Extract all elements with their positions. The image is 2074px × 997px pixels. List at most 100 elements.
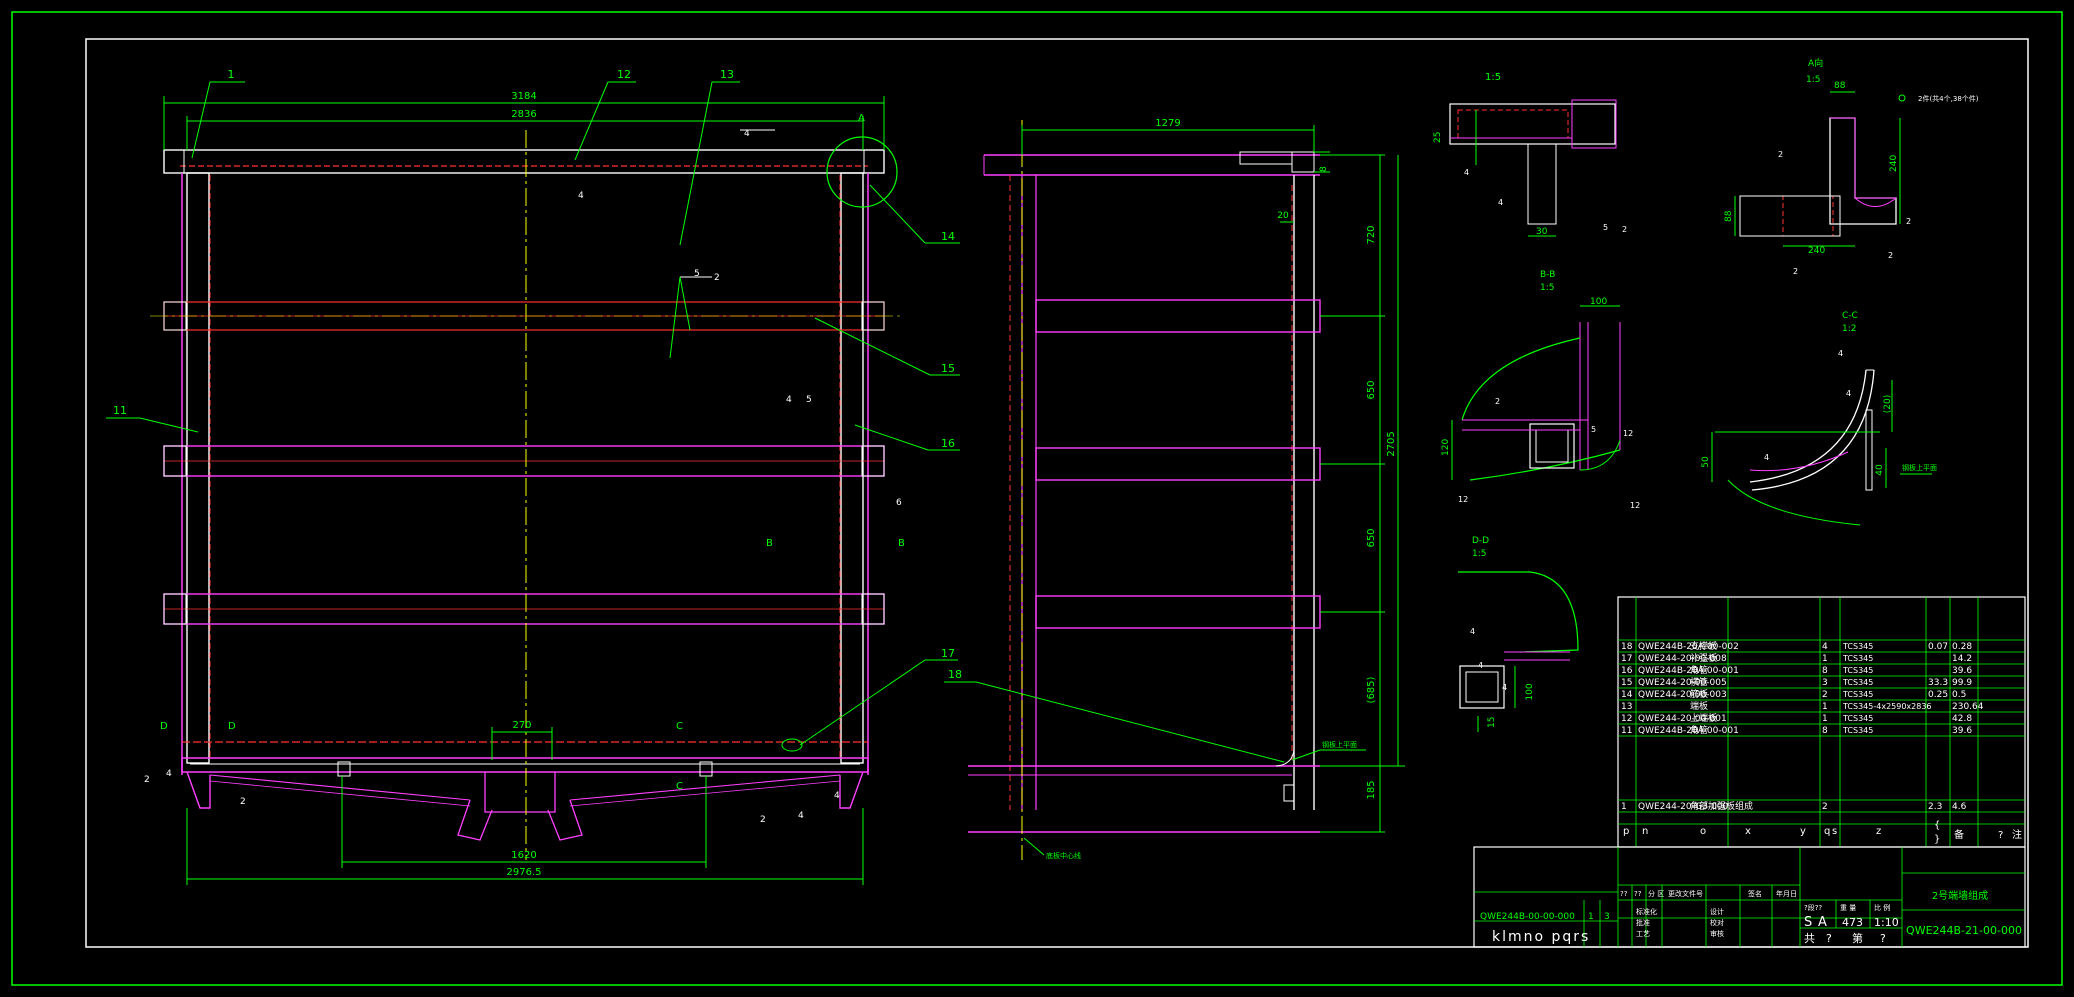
detail-1-weld-d: 2 [1622,225,1627,234]
rev-cell-1: ?? [1620,890,1628,898]
balloon-15: 15 [941,362,955,375]
sheet-total-label: 共 [1804,932,1815,945]
bom-cell-mat: TCS345 [1842,690,1873,699]
detail-c-dim-40: 40 [1875,464,1885,476]
drawing-weight: 473 [1842,916,1863,929]
bom-cell-no: 1 [1621,802,1627,812]
status-label: ?段?? [1804,903,1822,912]
detail-b-weld-3: 12 [1623,429,1633,438]
bom-cell-code: QWE244B-20A-00-001 [1638,666,1739,676]
weld-12: 4 [578,191,584,201]
dim-side-h3: 650 [1366,528,1377,547]
detail-1-dim-30: 30 [1536,227,1548,237]
bom-cell-name: 筋板 [1690,688,1708,700]
rev-cell-4: 更改文件号 [1668,889,1703,898]
role-4: 标准化 [1636,907,1657,916]
weld-13-a: 5 [694,269,700,279]
ref-drawing-no: QWE244B-00-00-000 [1480,912,1575,922]
balloon-12: 12 [617,68,631,81]
detail-a: A向 1:5 88 240 88 240 2件(共4个,38个件) 2 2 2 … [1724,57,1979,276]
dim-inner-width: 2836 [511,109,536,120]
bom-cell-qty: 3 [1822,678,1828,688]
bom-cell-name: 端板 [1690,700,1708,712]
bom-cell-code: QWE244-20-G3-000 [1638,802,1729,812]
detail-b-dim-120: 120 [1441,439,1451,456]
detail-1: 1:5 25 30 4 4 5 2 [1433,72,1627,237]
bom-cell-no: 13 [1621,702,1632,712]
section-mark-a: A [858,113,865,124]
bom-cell-unit: 2.3 [1928,802,1942,812]
inner-border [85,38,2029,948]
bom-cell-unit: 0.07 [1928,642,1948,652]
detail-c-scale: 1:2 [1842,324,1856,334]
dim-bottom-span: 1620 [511,850,536,861]
detail-b-weld-1: 2 [1495,397,1500,406]
detail-c-dim-20: (20) [1883,395,1893,413]
dim-side-width: 1279 [1155,118,1180,129]
bom-cell-no: 15 [1621,678,1632,688]
dim-gap: 270 [512,720,531,731]
bom-cell-total: 0.5 [1952,690,1966,700]
bom-cell-name: 角管 [1690,664,1708,676]
detail-b-title: B-B [1540,270,1555,280]
outer-border [11,11,2063,986]
weld-br-b: 4 [798,811,804,821]
bom-cell-no: 16 [1621,666,1633,676]
dim-side-h1: 720 [1366,225,1377,244]
balloon-18: 18 [948,668,962,681]
section-mark-d-left: D [160,721,168,732]
sheet-no-label: 第 [1852,931,1863,945]
detail-a-dim-240-v: 240 [1889,155,1899,172]
section-mark-c-top: C [676,721,683,732]
bom-header-c4: x [1745,826,1751,837]
bom-cell-total: 39.6 [1952,726,1972,736]
detail-a-weld-4: 2 [1793,267,1798,276]
drawing-number: QWE244B-21-00-000 [1906,924,2022,937]
bom-cell-total: 14.2 [1952,654,1972,664]
detail-d-dim-100: 100 [1525,683,1535,700]
balloon-1: 1 [228,68,235,81]
dim-side-h4: (685) [1366,676,1377,703]
stage-mark: S [1804,915,1812,930]
weld-bottom-right: 4 [834,791,840,801]
sheet-q1: ? [1826,932,1832,945]
bom-cell-no: 17 [1621,654,1632,664]
bom-cell-name: 支撑板 [1690,640,1717,652]
bom-cell-name: 补强板 [1690,652,1717,664]
bom-cell-qty: 8 [1822,726,1828,736]
detail-d-weld-3: 4 [1502,683,1507,692]
bom-cell-no: 14 [1621,690,1633,700]
detail-b-weld-2: 5 [1591,425,1596,434]
dim-side-small: 20 [1277,211,1289,221]
bom-cell-code: QWE244-20-00-001 [1638,714,1727,724]
detail-1-dim-25: 25 [1433,132,1443,143]
bom-header-c13: ? [1998,830,2003,841]
dim-overall-width: 3184 [511,91,536,102]
weld-13-b: 2 [714,273,720,283]
bom-cell-qty: 1 [1822,702,1828,712]
ref-qty: 1 [1588,912,1594,922]
bom-cell-unit: 0.25 [1928,690,1948,700]
bom-cell-total: 39.6 [1952,666,1972,676]
bom-cell-mat: TCS345 [1842,654,1873,663]
bom-cell-qty: 1 [1822,654,1828,664]
detail-b-scale: 1:5 [1540,283,1554,293]
bom-cell-total: 42.8 [1952,714,1972,724]
bom-header-c5: y [1800,826,1806,837]
detail-c-note: 钢板上平面 [1902,463,1937,472]
balloon-17: 17 [941,647,955,660]
bom-cell-qty: 2 [1822,690,1828,700]
section-mark-b-left: B [766,538,773,549]
dim-side-total: 2705 [1386,431,1397,456]
bom-cell-mat: TCS345-4x2590x2836 [1842,702,1932,711]
front-view: 3184 2836 1620 2976.5 270 1 12 13 14 15 … [106,68,960,885]
bom-cell-name: 横管 [1690,676,1708,688]
detail-c-dim-50: 50 [1701,456,1711,468]
bom-cell-code: QWE244-20-00-008 [1638,654,1727,664]
